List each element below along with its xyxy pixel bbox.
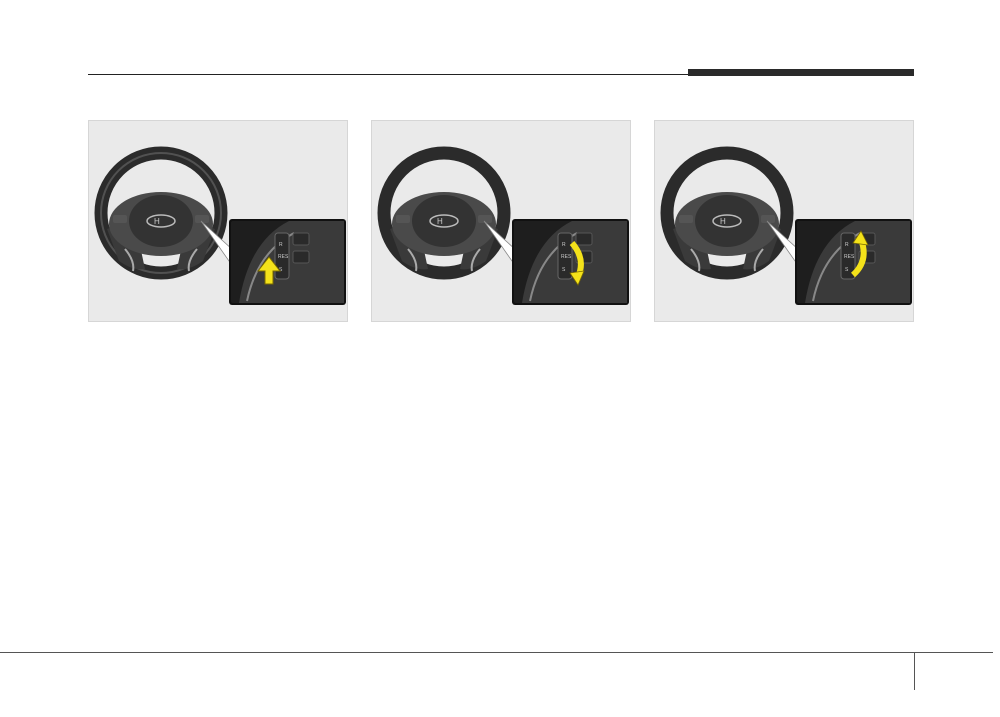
steering-wheel-icon: H bbox=[377, 146, 511, 280]
figure-roll-down: H R RES S bbox=[371, 120, 631, 322]
svg-text:H: H bbox=[154, 217, 160, 226]
svg-text:H: H bbox=[437, 217, 443, 226]
svg-text:H: H bbox=[720, 217, 726, 226]
svg-text:S: S bbox=[279, 267, 283, 273]
steering-wheel-illustration: H R RES S bbox=[377, 146, 629, 305]
header-rule bbox=[88, 74, 688, 75]
svg-text:RES: RES bbox=[561, 254, 572, 260]
footer-page-divider bbox=[914, 652, 915, 690]
switch-closeup: R RES S bbox=[512, 219, 629, 305]
figure-push-up: H R RES S bbox=[88, 120, 348, 322]
steering-wheel-illustration: H R RES S bbox=[660, 146, 912, 305]
steering-wheel-illustration: H R RES S bbox=[94, 146, 346, 305]
roll-up-arrow-icon bbox=[850, 230, 869, 278]
svg-text:S: S bbox=[562, 267, 566, 273]
roll-down-arrow-icon bbox=[569, 241, 585, 286]
header-section-tab bbox=[688, 69, 914, 76]
figure-roll-up: H R RES S bbox=[654, 120, 914, 322]
steering-wheel-icon: H bbox=[660, 146, 794, 280]
footer-rule bbox=[0, 652, 993, 653]
svg-text:S: S bbox=[845, 267, 849, 273]
svg-text:RES: RES bbox=[844, 254, 855, 260]
svg-text:R: R bbox=[562, 242, 566, 248]
push-up-arrow-icon bbox=[256, 256, 282, 285]
svg-text:R: R bbox=[279, 242, 283, 248]
svg-text:RES: RES bbox=[278, 254, 289, 260]
svg-text:R: R bbox=[845, 242, 849, 248]
switch-closeup: R RES S bbox=[229, 219, 346, 305]
switch-closeup: R RES S bbox=[795, 219, 912, 305]
steering-wheel-icon: H bbox=[94, 146, 228, 280]
